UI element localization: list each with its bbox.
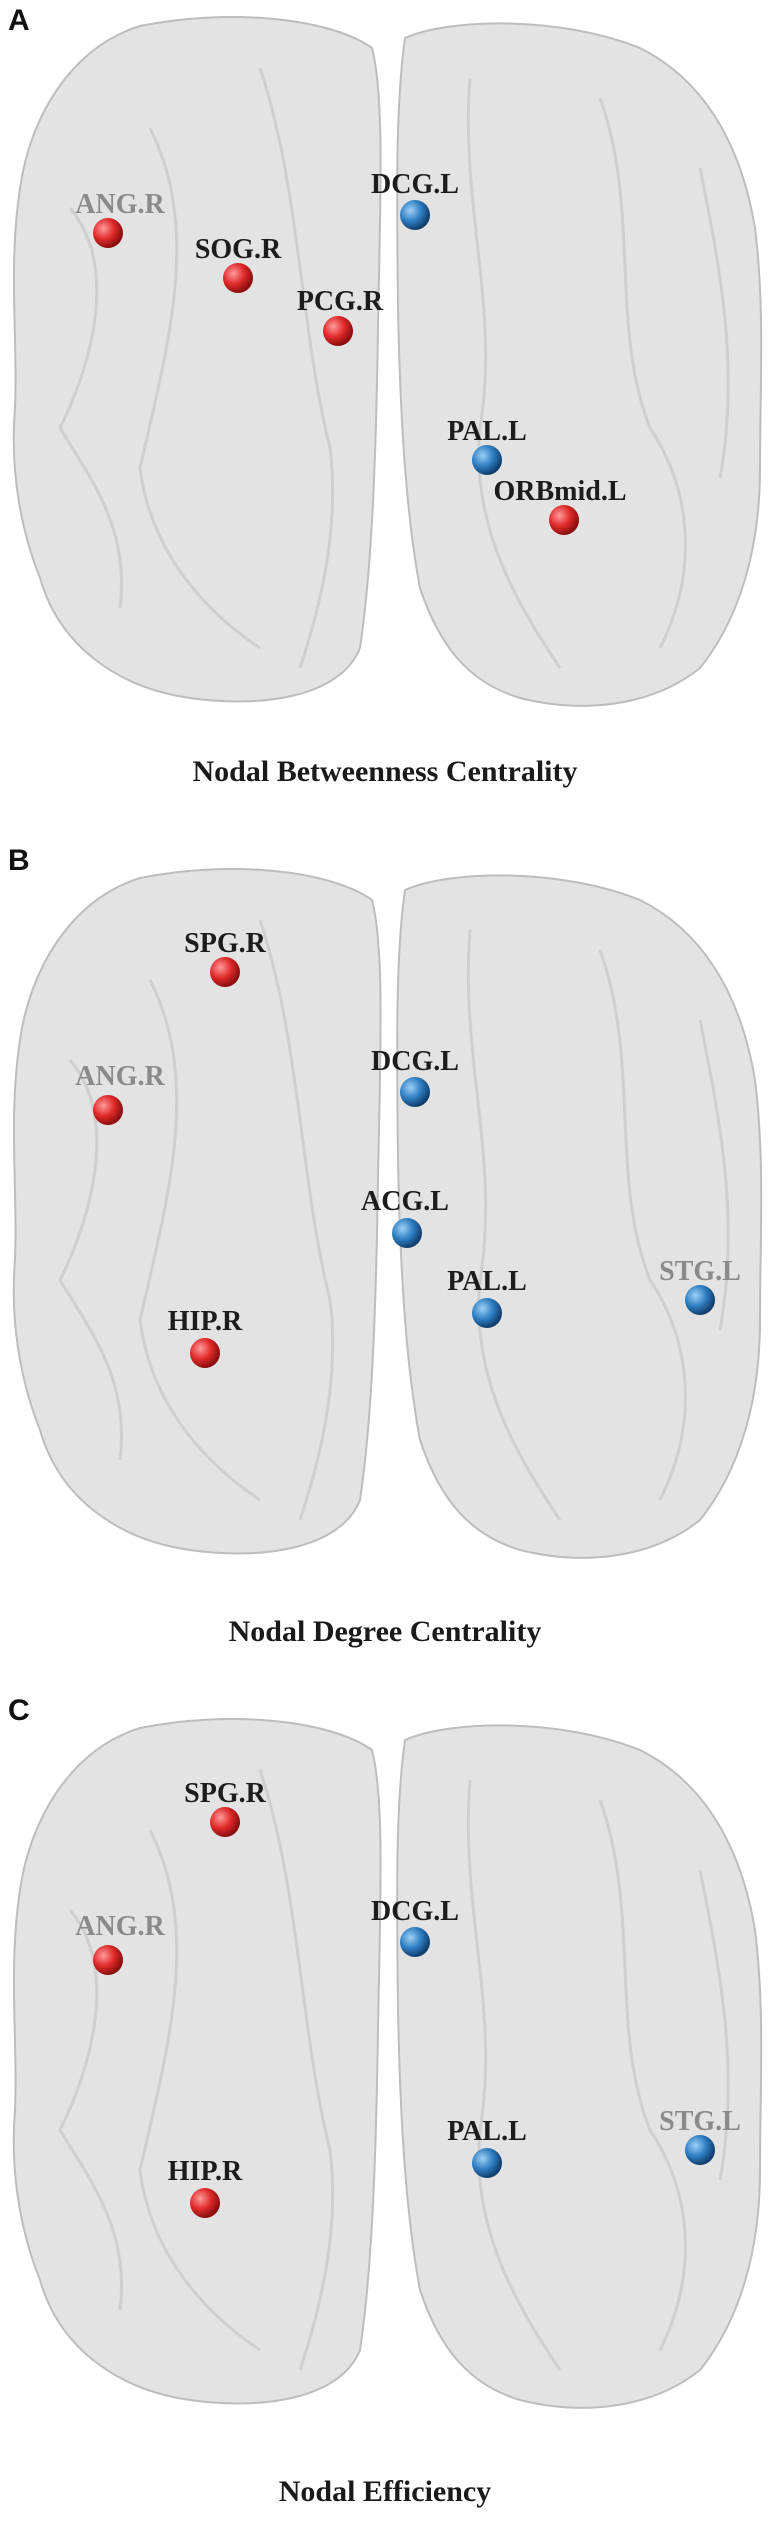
- brain-node: ANG.R: [75, 1911, 165, 1975]
- node-label: SOG.R: [195, 234, 282, 265]
- gyrus-outline: [698, 1869, 730, 2181]
- red-node-marker: [190, 1338, 220, 1368]
- blue-node-marker: [685, 2135, 715, 2165]
- brain-node: ANG.R: [75, 1061, 165, 1125]
- brain-hemispheres: ANG.R SOG.R PCG.R DCG.L PAL.L ORBmid.L: [12, 16, 763, 707]
- node-label: DCG.L: [371, 1046, 459, 1077]
- blue-node-marker: [472, 1298, 502, 1328]
- brain-node: DCG.L: [371, 169, 459, 230]
- panel-caption: Nodal Efficiency: [278, 2475, 492, 2508]
- node-label: HIP.R: [168, 1306, 243, 1337]
- node-label: ORBmid.L: [493, 476, 626, 507]
- gyrus-outline: [58, 1909, 123, 2311]
- panel-letter: A: [8, 4, 30, 37]
- right-hemisphere: [12, 1718, 382, 2405]
- red-node-marker: [210, 957, 240, 987]
- blue-node-marker: [400, 1077, 430, 1107]
- gyrus-outline: [466, 77, 562, 669]
- panel-letter: B: [8, 844, 30, 877]
- brain-node: DCG.L: [371, 1896, 459, 1957]
- red-node-marker: [93, 1945, 123, 1975]
- gyrus-outline: [138, 1829, 261, 2352]
- gyrus-outline: [598, 949, 687, 1501]
- gyrus-outline: [258, 919, 335, 1521]
- gyrus-outline: [698, 167, 730, 479]
- blue-node-marker: [472, 2148, 502, 2178]
- brain-node: ANG.R: [75, 189, 165, 248]
- brain-render: SPG.R ANG.R HIP.R DCG.L PAL.L STG.L: [12, 1718, 763, 2409]
- node-label: PAL.L: [447, 1266, 527, 1297]
- gyrus-outline: [138, 127, 261, 650]
- node-label: ANG.R: [75, 1061, 165, 1092]
- brain-hemispheres: SPG.R ANG.R HIP.R DCG.L ACG.L PAL.L STG.L: [12, 868, 763, 1559]
- red-node-marker: [223, 263, 253, 293]
- brain-node: HIP.R: [168, 1306, 243, 1368]
- node-label: STG.L: [659, 1256, 741, 1287]
- gyrus-outline: [598, 97, 687, 649]
- node-label: ANG.R: [75, 189, 165, 220]
- panel-caption: Nodal Degree Centrality: [228, 1615, 542, 1648]
- red-node-marker: [549, 505, 579, 535]
- brain-hemispheres: SPG.R ANG.R HIP.R DCG.L PAL.L STG.L: [12, 1718, 763, 2409]
- blue-node-marker: [392, 1218, 422, 1248]
- red-node-marker: [93, 1095, 123, 1125]
- node-label: SPG.R: [184, 928, 266, 959]
- red-node-marker: [210, 1807, 240, 1837]
- brain-node: STG.L: [659, 2106, 741, 2165]
- gyrus-outline: [258, 67, 335, 669]
- node-label: STG.L: [659, 2106, 741, 2137]
- panel-letter: C: [8, 1694, 30, 1727]
- brain-node: DCG.L: [371, 1046, 459, 1107]
- node-label: ANG.R: [75, 1911, 165, 1942]
- node-label: SPG.R: [184, 1778, 266, 1809]
- blue-node-marker: [472, 445, 502, 475]
- brain-node: PCG.R: [297, 286, 384, 346]
- right-hemisphere: [12, 868, 382, 1555]
- gyrus-outline: [698, 1019, 730, 1331]
- brain-node: SPG.R: [184, 928, 267, 987]
- panel-a: A ANG.R SOG.R PCG.R DCG.L PAL.L ORBmid.L Noda…: [0, 0, 770, 840]
- brain-node: HIP.R: [168, 2156, 243, 2218]
- brain-node: PAL.L: [447, 1266, 527, 1328]
- node-label: ACG.L: [361, 1186, 449, 1217]
- node-label: PAL.L: [447, 416, 527, 447]
- brain-node: PAL.L: [447, 416, 527, 475]
- gyrus-outline: [58, 1059, 123, 1461]
- node-label: PAL.L: [447, 2116, 527, 2147]
- gyrus-outline: [598, 1799, 687, 2351]
- left-hemisphere: [396, 22, 763, 707]
- panel-c: C SPG.R ANG.R HIP.R DCG.L PAL.L STG.L Nodal E…: [0, 1690, 770, 2530]
- node-label: DCG.L: [371, 169, 459, 200]
- panel-b: B SPG.R ANG.R HIP.R DCG.L ACG.L PAL.L STG.L No…: [0, 840, 770, 1680]
- brain-node: PAL.L: [447, 2116, 527, 2178]
- brain-render: SPG.R ANG.R HIP.R DCG.L ACG.L PAL.L STG.L: [12, 868, 763, 1559]
- brain-render: ANG.R SOG.R PCG.R DCG.L PAL.L ORBmid.L: [12, 16, 763, 707]
- brain-node: STG.L: [659, 1256, 741, 1315]
- gyrus-outline: [466, 1779, 562, 2371]
- node-label: DCG.L: [371, 1896, 459, 1927]
- red-node-marker: [190, 2188, 220, 2218]
- gyrus-outline: [138, 979, 261, 1502]
- gyrus-outline: [466, 929, 562, 1521]
- gyrus-outline: [258, 1769, 335, 2371]
- blue-node-marker: [685, 1285, 715, 1315]
- red-node-marker: [93, 218, 123, 248]
- brain-node: SOG.R: [195, 234, 282, 293]
- brain-node: SPG.R: [184, 1778, 267, 1837]
- panel-caption: Nodal Betweenness Centrality: [192, 755, 578, 788]
- red-node-marker: [323, 316, 353, 346]
- brain-node: ORBmid.L: [493, 476, 627, 535]
- node-label: HIP.R: [168, 2156, 243, 2187]
- right-hemisphere: [12, 16, 382, 703]
- blue-node-marker: [400, 200, 430, 230]
- left-hemisphere: [396, 874, 763, 1559]
- left-hemisphere: [396, 1724, 763, 2409]
- brain-node: ACG.L: [361, 1186, 449, 1248]
- node-label: PCG.R: [297, 286, 384, 317]
- gyrus-outline: [58, 207, 123, 609]
- blue-node-marker: [400, 1927, 430, 1957]
